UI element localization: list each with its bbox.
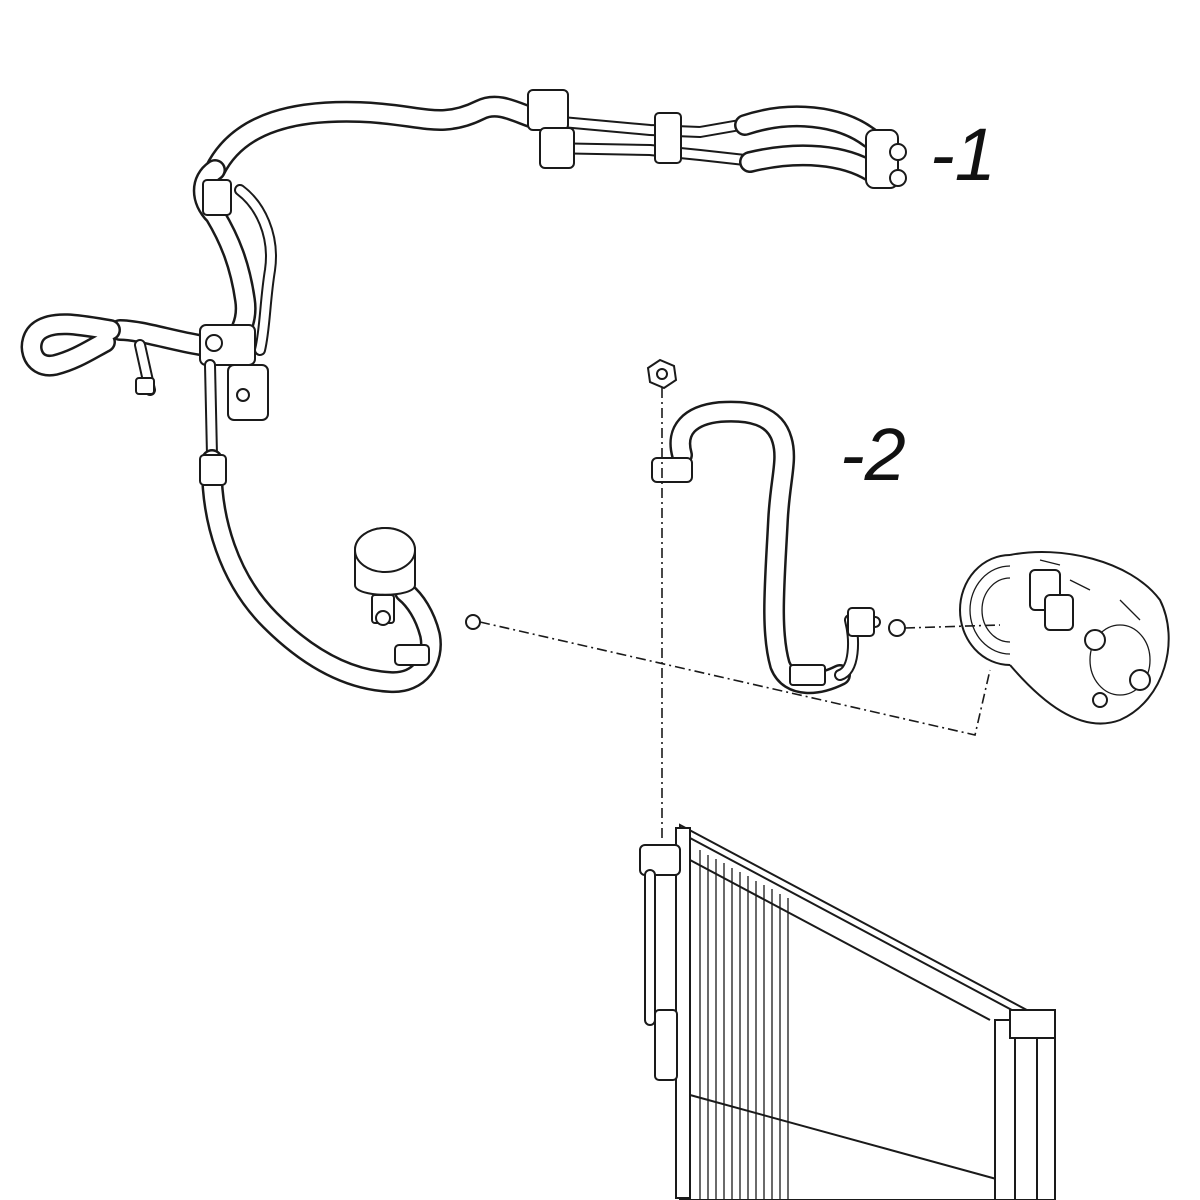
ac-compressor: [959, 551, 1170, 725]
callout-label-1: -1: [930, 113, 996, 196]
o-ring-right: [888, 619, 906, 637]
nut: [646, 358, 678, 390]
o-ring-left: [465, 614, 481, 630]
leader-lines: [479, 388, 1001, 840]
hose-assembly-1: [20, 89, 907, 694]
discharge-line-2: [651, 400, 881, 695]
callout-label-2: -2: [840, 413, 906, 496]
condenser: [639, 823, 1056, 1200]
